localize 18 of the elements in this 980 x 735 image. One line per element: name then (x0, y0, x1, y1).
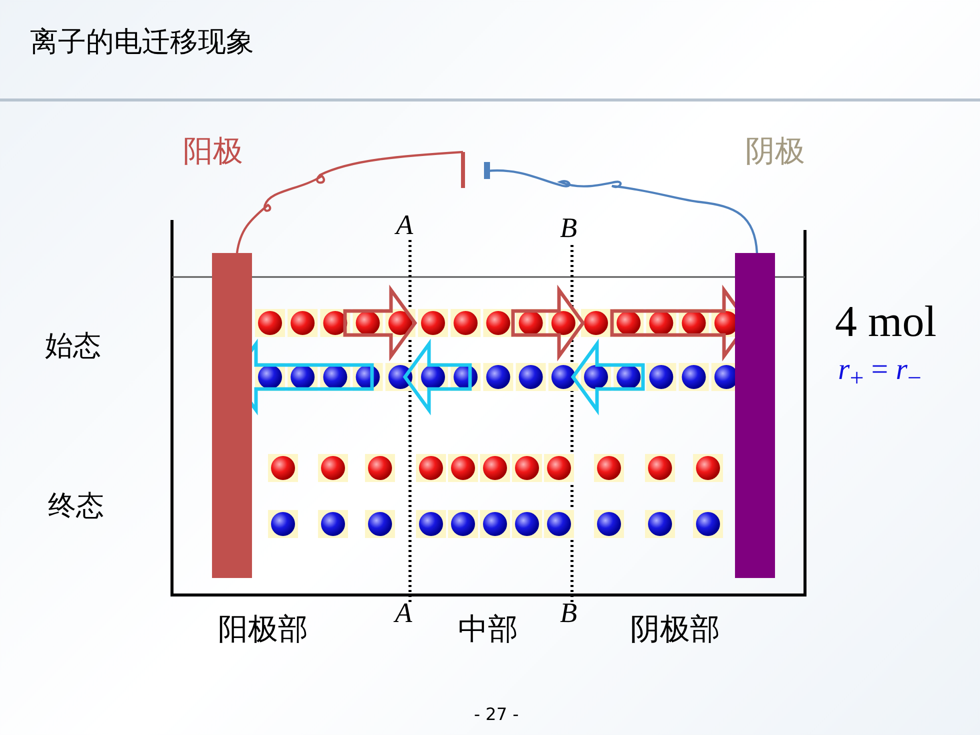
boundary-label: B (560, 215, 578, 243)
electrode-bar (212, 253, 252, 578)
state-label: 始态 (45, 332, 101, 360)
amount-label: 4 mol (835, 300, 936, 344)
electrode-label: 阳极 (183, 137, 243, 167)
wire (236, 150, 464, 254)
state-label: 终态 (48, 492, 104, 520)
region-label: 中部 (458, 615, 518, 645)
boundary-label: A (396, 212, 414, 240)
slide-title: 离子的电迁移现象 (30, 28, 254, 56)
region-label: 阴极部 (630, 615, 720, 645)
page-number: - 27 - (474, 707, 519, 724)
electrode-bar (735, 253, 775, 578)
electrode-label: 阴极 (745, 137, 805, 167)
boundary-label: B (560, 600, 578, 628)
formula-label: r$_{+}$ = r$_{−}$ (838, 355, 922, 391)
region-label: 阳极部 (218, 615, 308, 645)
boundary-label: A (395, 600, 412, 628)
